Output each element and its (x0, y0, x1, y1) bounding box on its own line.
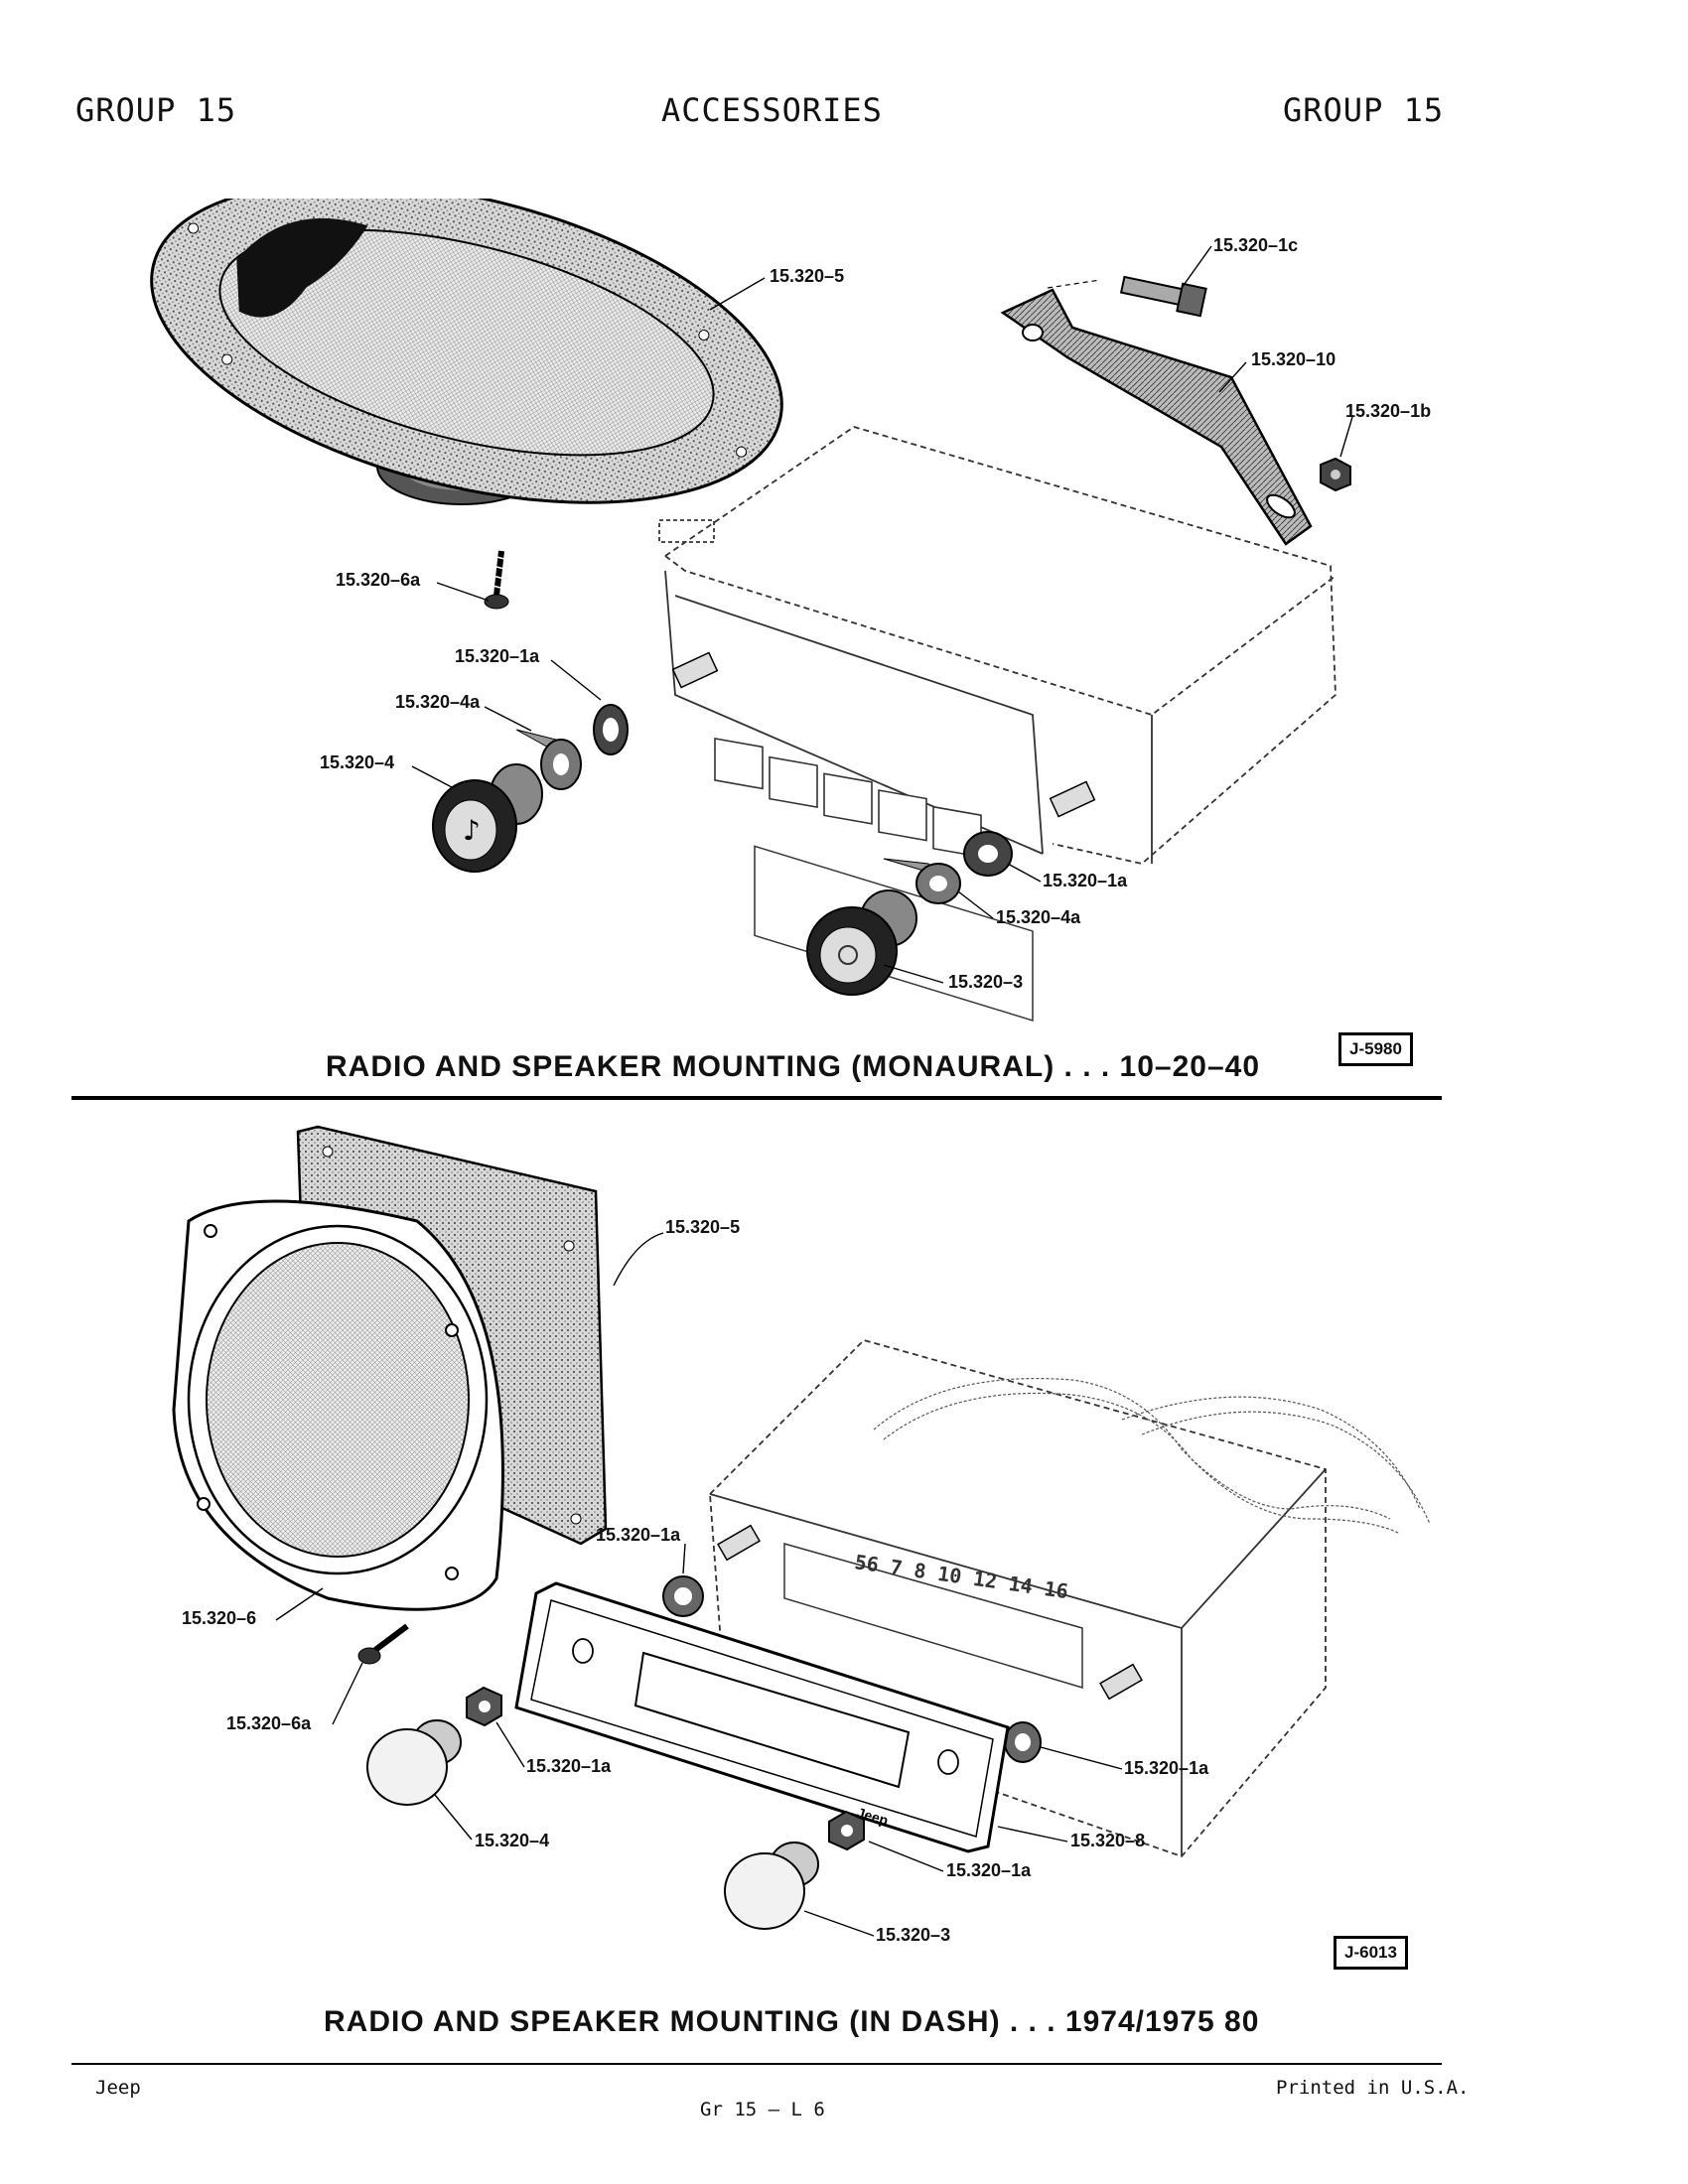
volume-knob: ♪ (432, 763, 543, 873)
round-speaker (172, 1199, 504, 1611)
callout-15-320-1c: 15.320–1c (1213, 235, 1298, 255)
radio-shaft-left-lower (717, 1524, 761, 1562)
footer-printed: Printed in U.S.A. (1276, 2077, 1470, 2099)
callout-15-320-5-lower: 15.320–5 (665, 1217, 740, 1237)
knob-washer-lower (883, 858, 961, 904)
nut-right-lower (828, 1810, 865, 1851)
dash-bezel (514, 1581, 1010, 1853)
tuning-knob-lower (724, 1842, 819, 1930)
bracket-bolt (1047, 275, 1207, 318)
callout-15-320-8: 15.320–8 (1070, 1831, 1145, 1850)
callout-15-320-5-upper: 15.320–5 (770, 266, 844, 286)
figure-monaural-diagram: ♪ 15.320–1c 15.320–5 15.320–10 15.320–1b… (150, 199, 1431, 1022)
jam-nut-lower (963, 831, 1013, 877)
washer-upper-left (662, 1575, 704, 1617)
radio-shaft-left (671, 651, 719, 689)
svg-text:♪: ♪ (463, 814, 481, 847)
figure-in-dash-diagram: 56 7 8 10 12 14 16 Jeep (172, 1125, 1431, 1945)
callout-15-320-1a-upper-left: 15.320–1a (455, 646, 540, 666)
callout-15-320-6: 15.320–6 (182, 1608, 256, 1628)
bracket-nut (1320, 457, 1351, 492)
callout-15-320-6a-lower: 15.320–6a (226, 1713, 312, 1733)
callout-15-320-1a-top: 15.320–1a (596, 1525, 681, 1545)
header-right: GROUP 15 (1283, 91, 1445, 129)
section-divider (71, 1096, 1442, 1100)
callout-15-320-3-lower: 15.320–3 (876, 1925, 950, 1945)
callout-15-320-6a-upper: 15.320–6a (336, 570, 421, 590)
tuning-knob (806, 889, 917, 996)
callout-15-320-1a-right: 15.320–1a (1124, 1758, 1209, 1778)
mounting-bracket (1000, 288, 1313, 546)
callout-15-320-1a-bottom: 15.320–1a (946, 1860, 1032, 1880)
nut-left-lower (466, 1686, 502, 1727)
header-left: GROUP 15 (75, 91, 237, 129)
figure-caption-in-dash: RADIO AND SPEAKER MOUNTING (IN DASH) . .… (324, 2005, 1260, 2038)
callout-15-320-4-upper: 15.320–4 (320, 752, 394, 772)
speaker-screw (484, 550, 509, 610)
callout-15-320-1a-upper-right: 15.320–1a (1043, 871, 1128, 890)
figure-id-j6013: J-6013 (1334, 1936, 1408, 1970)
knob-washer-upper (515, 729, 582, 790)
footer-divider (71, 2063, 1442, 2065)
radio-wiring (873, 1377, 1431, 1535)
washer-right (1004, 1721, 1042, 1763)
callout-15-320-1a-left: 15.320–1a (526, 1756, 612, 1776)
figure-caption-monaural: RADIO AND SPEAKER MOUNTING (MONAURAL) . … (326, 1050, 1261, 1083)
radio-chassis (658, 426, 1336, 1022)
radio-dial-scale: 56 7 8 10 12 14 16 (853, 1550, 1069, 1603)
callout-15-320-4a-lower: 15.320–4a (996, 907, 1081, 927)
callout-15-320-1b: 15.320–1b (1345, 401, 1431, 421)
speaker-screw-lower (357, 1623, 409, 1665)
figure-id-j5980: J-5980 (1338, 1032, 1413, 1066)
callout-15-320-4-lower: 15.320–4 (475, 1831, 549, 1850)
radio-shaft-right-lower (1099, 1663, 1143, 1701)
footer-page-number: Gr 15 – L 6 (700, 2099, 825, 2120)
oval-speaker (150, 199, 783, 505)
radio-shaft-right (1049, 780, 1096, 818)
jam-nut-upper (593, 704, 629, 755)
header-title: ACCESSORIES (661, 91, 883, 129)
volume-knob-lower (366, 1719, 462, 1806)
callout-15-320-3-upper: 15.320–3 (948, 972, 1023, 992)
footer-brand: Jeep (95, 2077, 141, 2099)
callout-15-320-4a-upper: 15.320–4a (395, 692, 481, 712)
callout-15-320-10: 15.320–10 (1251, 349, 1336, 369)
